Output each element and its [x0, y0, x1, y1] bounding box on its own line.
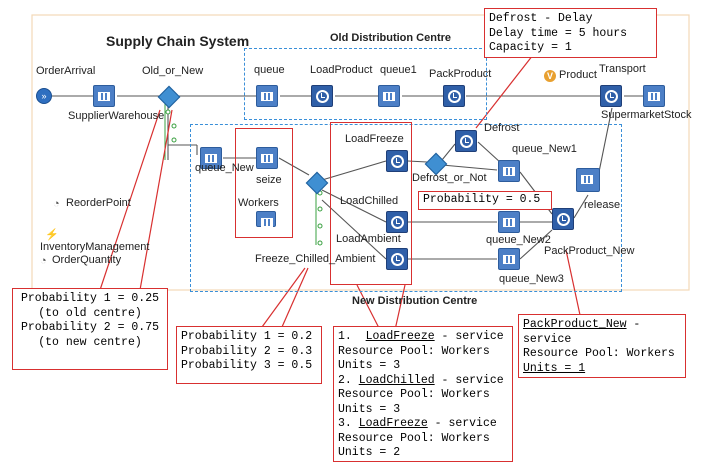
defrost-node[interactable] — [455, 130, 477, 152]
old-or-new-label: Old_or_New — [142, 65, 204, 77]
link-fca-loadambient — [321, 199, 387, 260]
clock-icon — [557, 213, 570, 226]
arrow-loads-note-1 — [356, 284, 381, 331]
arrow-fca-note-1 — [261, 267, 306, 328]
link-release-transport — [598, 107, 613, 173]
supplier-warehouse-label: SupplierWarehouse — [68, 110, 165, 122]
clock-icon — [316, 90, 329, 103]
load-freeze-node[interactable] — [386, 150, 408, 172]
transport-label: Transport — [599, 63, 646, 75]
link-qn3-pack — [519, 229, 553, 260]
pack-product-new-node[interactable] — [552, 208, 574, 230]
seize-label: seize — [256, 174, 282, 186]
queue-new-node[interactable] — [200, 147, 222, 169]
freeze-chilled-ambient-label: Freeze_Chilled_Ambient — [255, 253, 376, 265]
arrow-pack-note — [565, 249, 581, 316]
supermarket-stock-node[interactable] — [643, 85, 665, 107]
parameter-icon-2: ◔ — [40, 255, 47, 267]
load-ambient-label: LoadAmbient — [336, 233, 401, 245]
link-pack-release — [573, 194, 589, 219]
loads-note: 1. LoadFreeze - service Resource Pool: W… — [333, 326, 513, 462]
queue1-node[interactable] — [378, 85, 400, 107]
load-ambient-node[interactable] — [386, 248, 408, 270]
fca-port-2 — [317, 206, 323, 212]
load-product-label: LoadProduct — [310, 64, 373, 76]
new-centre-label: New Distribution Centre — [352, 295, 478, 307]
branch-port-3 — [171, 137, 177, 143]
clock-icon — [460, 135, 473, 148]
diagram-title: Supply Chain System — [106, 33, 250, 49]
link-don-defrost — [441, 143, 456, 161]
seize-highlight — [235, 128, 293, 238]
pack-product-label: PackProduct — [429, 68, 492, 80]
link-don-qn1 — [441, 164, 498, 171]
arrow-fca-note-2 — [281, 267, 309, 328]
inventory-management-label: InventoryManagement — [40, 241, 150, 253]
order-arrival-label: OrderArrival — [36, 65, 96, 77]
fca-port-3 — [317, 223, 323, 229]
seize-node[interactable] — [256, 147, 278, 169]
clock-icon — [391, 253, 404, 266]
clock-icon — [605, 90, 618, 103]
queue1-label: queue1 — [380, 64, 417, 76]
order-quantity-label: OrderQuantity — [52, 254, 122, 266]
link-fca-loadchilled — [321, 189, 387, 223]
defrost-note: Defrost - Delay Delay time = 5 hours Cap… — [484, 8, 657, 58]
supermarket-stock-label: SupermarketStock — [601, 109, 692, 121]
arrow-loads-note-2 — [394, 284, 406, 331]
transport-node[interactable] — [600, 85, 622, 107]
workers-label: Workers — [238, 197, 279, 209]
queue-new3-label: queue_New3 — [499, 273, 564, 285]
loads-highlight — [330, 122, 412, 285]
queue-new1-node[interactable] — [498, 160, 520, 182]
release-label: release — [584, 199, 621, 211]
new-centre-frame — [190, 124, 622, 292]
product-label: Product — [559, 69, 597, 81]
link-fca-loadfreeze — [321, 160, 387, 181]
model-frame — [31, 14, 690, 291]
old-centre-frame — [244, 48, 487, 120]
branch-port-1 — [165, 109, 171, 115]
queue-node[interactable] — [256, 85, 278, 107]
pack-product-new-label: PackProduct_New — [544, 245, 635, 257]
reorder-point-label: ReorderPoint — [66, 197, 131, 209]
workers-pool-node[interactable] — [256, 211, 276, 227]
queue-new2-label: queue_New2 — [486, 234, 551, 246]
old-new-probability-note: Probability 1 = 0.25 (to old centre) Pro… — [12, 288, 168, 370]
parameter-icon: ◔ — [53, 198, 60, 210]
pack-product-new-note: PackProduct_New - service Resource Pool:… — [518, 314, 686, 378]
load-chilled-label: LoadChilled — [340, 195, 399, 207]
link-defrost-qn1 — [477, 141, 502, 164]
queue-new3-node[interactable] — [498, 248, 520, 270]
queue-new2-node[interactable] — [498, 211, 520, 233]
defrost-label: Defrost — [484, 122, 520, 134]
defrost-or-not-label: Defrost_or_Not — [412, 172, 487, 184]
fca-probability-note: Probability 1 = 0.2 Probability 2 = 0.3 … — [176, 326, 322, 384]
load-product-node[interactable] — [311, 85, 333, 107]
clock-icon — [391, 216, 404, 229]
lightning-icon: ⚡ — [45, 229, 59, 241]
supplier-warehouse-node[interactable] — [93, 85, 115, 107]
fca-port-4 — [317, 240, 323, 246]
defrost-probability-note: Probability = 0.5 — [418, 191, 552, 210]
arrow-old-new-note-2 — [139, 109, 173, 291]
release-node[interactable] — [576, 168, 600, 192]
load-freeze-label: LoadFreeze — [345, 133, 404, 145]
queue-label: queue — [254, 64, 285, 76]
clock-icon — [391, 155, 404, 168]
arrow-old-new-note-1 — [99, 109, 161, 291]
pack-product-node[interactable] — [443, 85, 465, 107]
queue-new-label: queue_New — [195, 162, 254, 174]
branch-port-2 — [171, 123, 177, 129]
order-arrival-node[interactable]: » — [36, 88, 52, 104]
queue-new1-label: queue_New1 — [512, 143, 577, 155]
product-icon: V — [544, 70, 556, 82]
old-centre-label: Old Distribution Centre — [330, 32, 451, 44]
link-seize-fca — [278, 157, 310, 176]
clock-icon — [448, 90, 461, 103]
load-chilled-node[interactable] — [386, 211, 408, 233]
